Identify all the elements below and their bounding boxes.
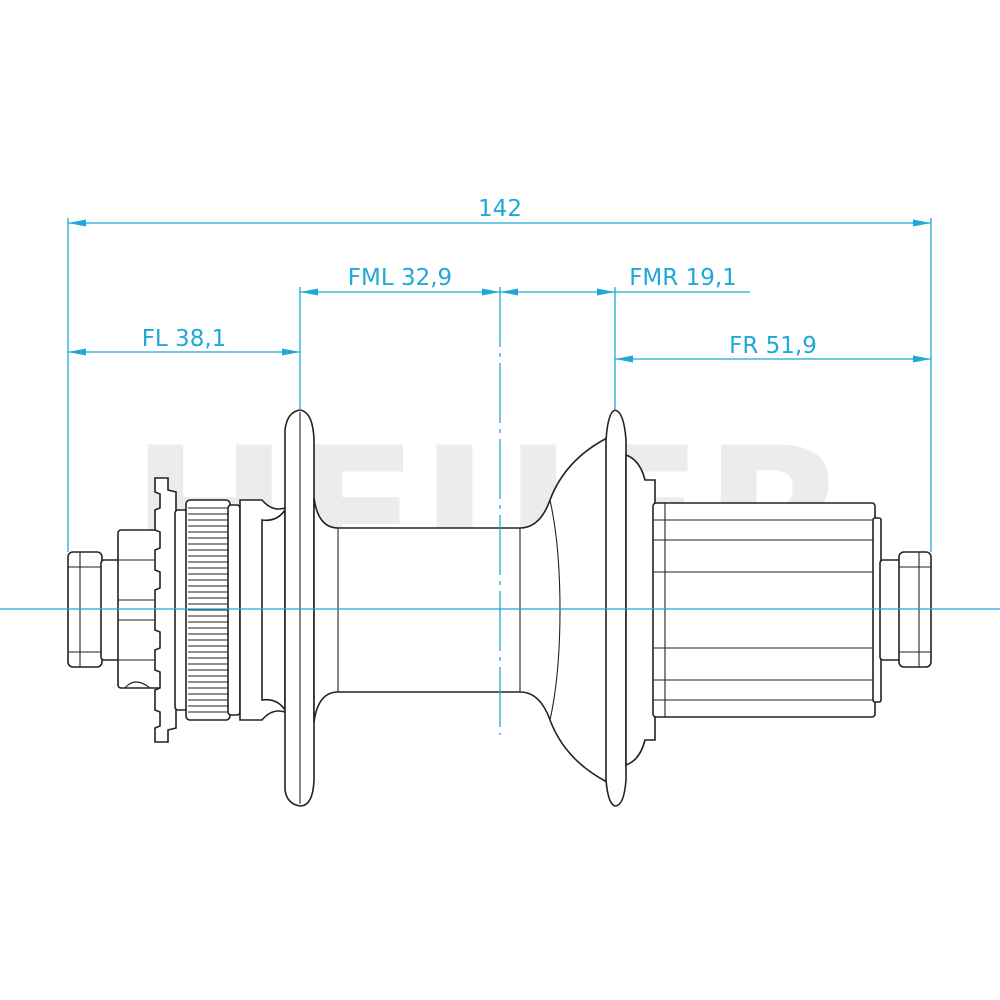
dimension-fr xyxy=(615,355,931,363)
dimension-fml xyxy=(300,288,500,296)
dimension-fmr xyxy=(500,288,750,296)
label-fmr: FMR 19,1 xyxy=(629,265,737,291)
dimension-fl xyxy=(68,348,300,356)
label-fml: FML 32,9 xyxy=(348,265,452,291)
freehub-body xyxy=(652,502,882,718)
right-flange xyxy=(605,409,656,807)
label-fl: FL 38,1 xyxy=(142,326,227,352)
dimension-labels: 142 FML 32,9 FMR 19,1 FL 38,1 FR 51,9 xyxy=(142,196,817,359)
dimension-overall xyxy=(68,219,931,227)
disc-interface xyxy=(174,499,241,721)
label-fr: FR 51,9 xyxy=(729,333,817,359)
lockring xyxy=(154,477,177,743)
center-lines xyxy=(0,287,1000,735)
dimensions xyxy=(67,218,932,552)
label-overall: 142 xyxy=(478,196,522,222)
left-flange xyxy=(239,409,315,807)
hub-body xyxy=(67,409,932,807)
